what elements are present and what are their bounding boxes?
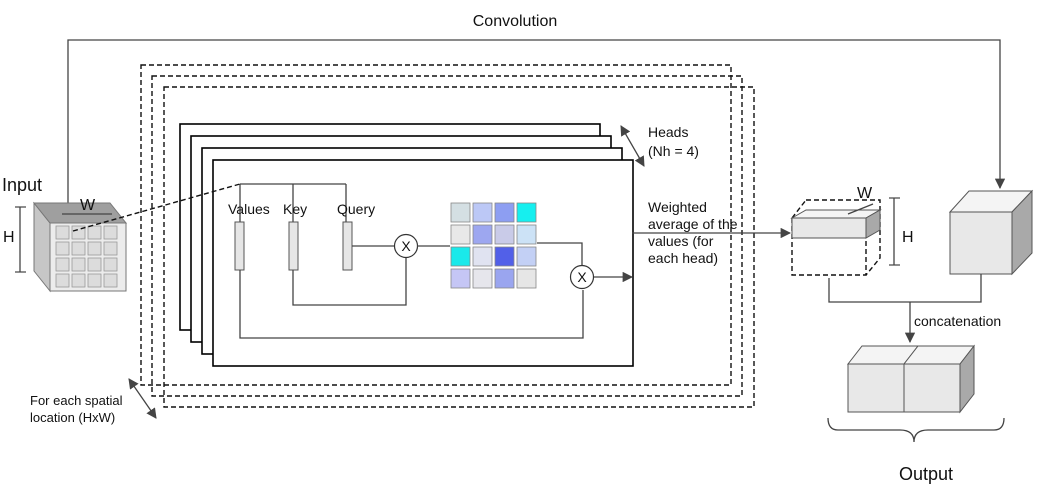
spatial-depth-arrow [128,378,157,419]
attention-cell [494,268,515,289]
output-width-line [847,203,874,215]
heads-depth-arrow [620,125,645,167]
attention-output-volume [790,199,882,276]
input-height-label: H [3,229,15,246]
query-label: Query [337,201,375,217]
attention-cell [450,224,471,245]
attention-cell [516,202,537,223]
dashed-frame-front [163,86,755,408]
key-vector [288,221,299,271]
dashed-frame-middle [151,75,743,397]
input-cube [32,201,128,293]
weighted-label-line1: Weighted [648,199,707,215]
query-vector [342,221,353,271]
weights-values-multiply-op [569,264,595,290]
attention-cell [516,268,537,289]
input-grid-cell [71,241,86,256]
input-grid-cell [55,273,70,288]
attention-cell [494,224,515,245]
attention-cell [472,268,493,289]
input-grid-cell [87,241,102,256]
input-grid-cell [103,241,118,256]
key-to-mult [292,258,407,306]
input-grid-cell [71,273,86,288]
input-grid-cell [87,225,102,240]
input-grid-cell [103,225,118,240]
weighted-label-line3: values (for [648,233,714,249]
input-grid-cell [87,273,102,288]
matrix-to-mult [537,242,583,265]
heads-label-line2: (Nh = 4) [648,143,699,159]
attention-cell [472,202,493,223]
weighted-label-line2: average of the [648,216,738,232]
input-grid-cell [103,273,118,288]
attention-cell [472,246,493,267]
weights-values-multiply-symbol: X [577,269,587,285]
attention-cell [450,268,471,289]
output-height-label: H [902,229,914,246]
key-label: Key [283,201,307,217]
spatial-label-line1: For each spatial [30,393,123,408]
concat-join-line [828,274,982,303]
input-grid-cell [87,257,102,272]
output-concatenated-block [846,344,976,414]
input-label: Input [2,175,42,195]
head-frame-4 [212,159,634,367]
attention-cell [472,224,493,245]
output-brace [827,417,1005,443]
input-grid-cell [71,257,86,272]
convolution-label: Convolution [473,13,558,30]
attention-cell [516,224,537,245]
input-grid-cell [55,257,70,272]
convolution-arrow [67,39,1006,205]
input-grid-cell [103,257,118,272]
qk-multiply-symbol: X [401,238,411,254]
output-width-label: W [857,185,873,202]
pixel-projection-line [72,183,241,232]
dashed-frame-back [140,64,732,386]
weighted-label-line4: each head) [648,250,718,266]
concatenation-label: concatenation [914,313,1001,329]
input-grid-cell [55,225,70,240]
spatial-label-line2: location (HxW) [30,410,115,425]
attention-cell [450,202,471,223]
heads-label-line1: Heads [648,124,688,140]
convolution-output-cube [948,189,1034,276]
attention-cell [450,246,471,267]
attention-cell [516,246,537,267]
attention-cell [494,202,515,223]
values-vector [234,221,245,271]
output-label: Output [899,464,953,484]
values-to-mult [239,270,584,339]
input-width-label: W [80,197,96,214]
attention-weights-matrix [450,202,537,289]
values-label: Values [228,201,270,217]
input-grid-cell [55,241,70,256]
attention-cell [494,246,515,267]
